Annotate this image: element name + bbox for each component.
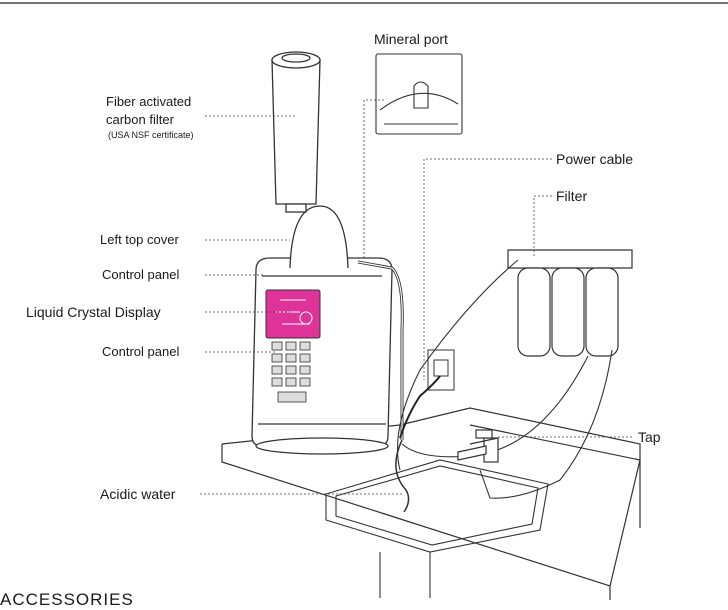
sink xyxy=(325,459,549,598)
control-panel-top-label: Control panel xyxy=(102,267,180,282)
liquid-crystal-display xyxy=(265,289,321,339)
tap xyxy=(457,429,499,463)
power-cable-label: Power cable xyxy=(556,151,634,167)
mineral-port-inset xyxy=(375,53,463,135)
power-cable-wire xyxy=(399,375,441,439)
control-panel-bottom-label: Control panel xyxy=(102,344,180,359)
acidic-water-hose xyxy=(395,439,410,513)
three-stage-filter xyxy=(507,249,633,357)
lcd-label: Liquid Crystal Display xyxy=(26,304,161,320)
left-top-cover-label: Left top cover xyxy=(100,232,179,247)
mineral-port-label: Mineral port xyxy=(374,31,448,47)
control-buttons xyxy=(271,341,311,403)
tap-label: Tap xyxy=(638,429,661,445)
fiber-carbon-filter xyxy=(271,51,321,213)
fiber-filter-certificate: (USA NSF certificate) xyxy=(108,130,194,140)
filter-label: Filter xyxy=(556,188,588,204)
accessories-heading: ACCESSORIES xyxy=(0,590,134,609)
leader-lines xyxy=(200,115,632,495)
display-readout xyxy=(276,299,313,325)
acidic-water-label: Acidic water xyxy=(100,486,176,502)
left-top-cover xyxy=(289,205,349,269)
fiber-filter-label-line2: carbon filter xyxy=(106,112,174,127)
fiber-filter-label-line1: Fiber activated xyxy=(106,94,192,109)
